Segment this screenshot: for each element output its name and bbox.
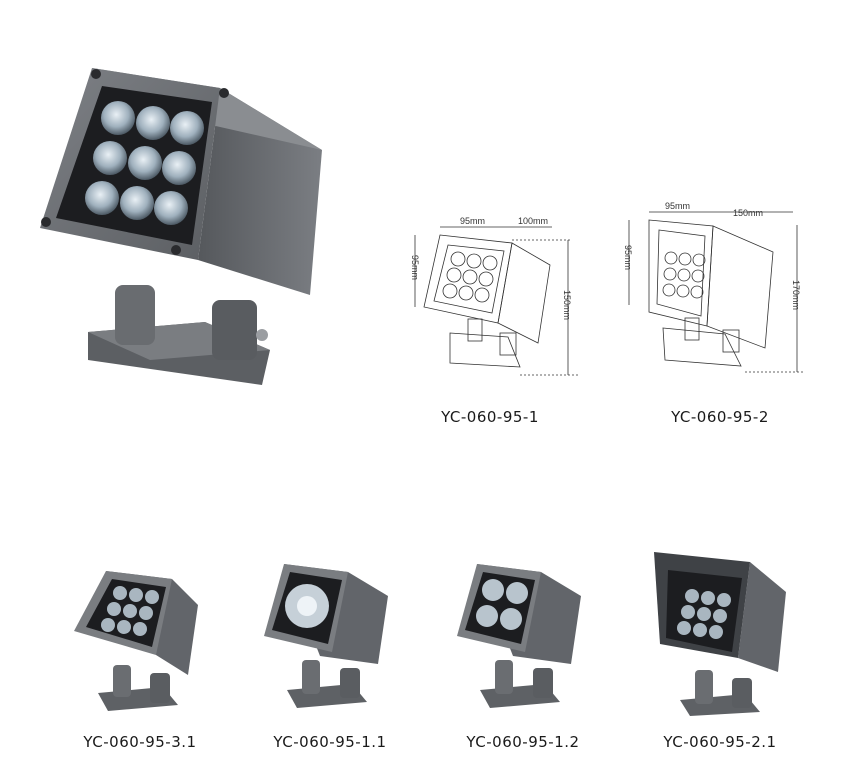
width-label: 95mm: [665, 201, 690, 211]
dimension-drawing-2: 95mm 150mm 95mm 170mm: [615, 200, 815, 385]
variant-image-3-1: [68, 565, 208, 715]
height-label: 170mm: [791, 280, 801, 310]
side-label: 95mm: [410, 255, 420, 280]
variant-caption-1-2: YC-060-95-1.2: [466, 733, 580, 751]
width-label: 95mm: [460, 216, 485, 226]
side-label: 95mm: [623, 245, 633, 270]
hero-product-image: [30, 60, 340, 390]
drawing-1-caption: YC-060-95-1: [441, 408, 539, 426]
depth-label: 100mm: [518, 216, 548, 226]
variant-image-1-1: [262, 560, 397, 710]
drawing-2-caption: YC-060-95-2: [671, 408, 769, 426]
variant-image-2-1: [650, 548, 790, 718]
variant-image-1-2: [455, 560, 590, 710]
height-label: 150mm: [562, 290, 572, 320]
led-lens-grid: [85, 101, 204, 225]
dimension-drawing-1: 95mm 100mm 95mm 150mm: [400, 215, 590, 385]
variant-caption-3-1: YC-060-95-3.1: [83, 733, 197, 751]
variant-caption-1-1: YC-060-95-1.1: [273, 733, 387, 751]
depth-label: 150mm: [733, 208, 763, 218]
variant-caption-2-1: YC-060-95-2.1: [663, 733, 777, 751]
